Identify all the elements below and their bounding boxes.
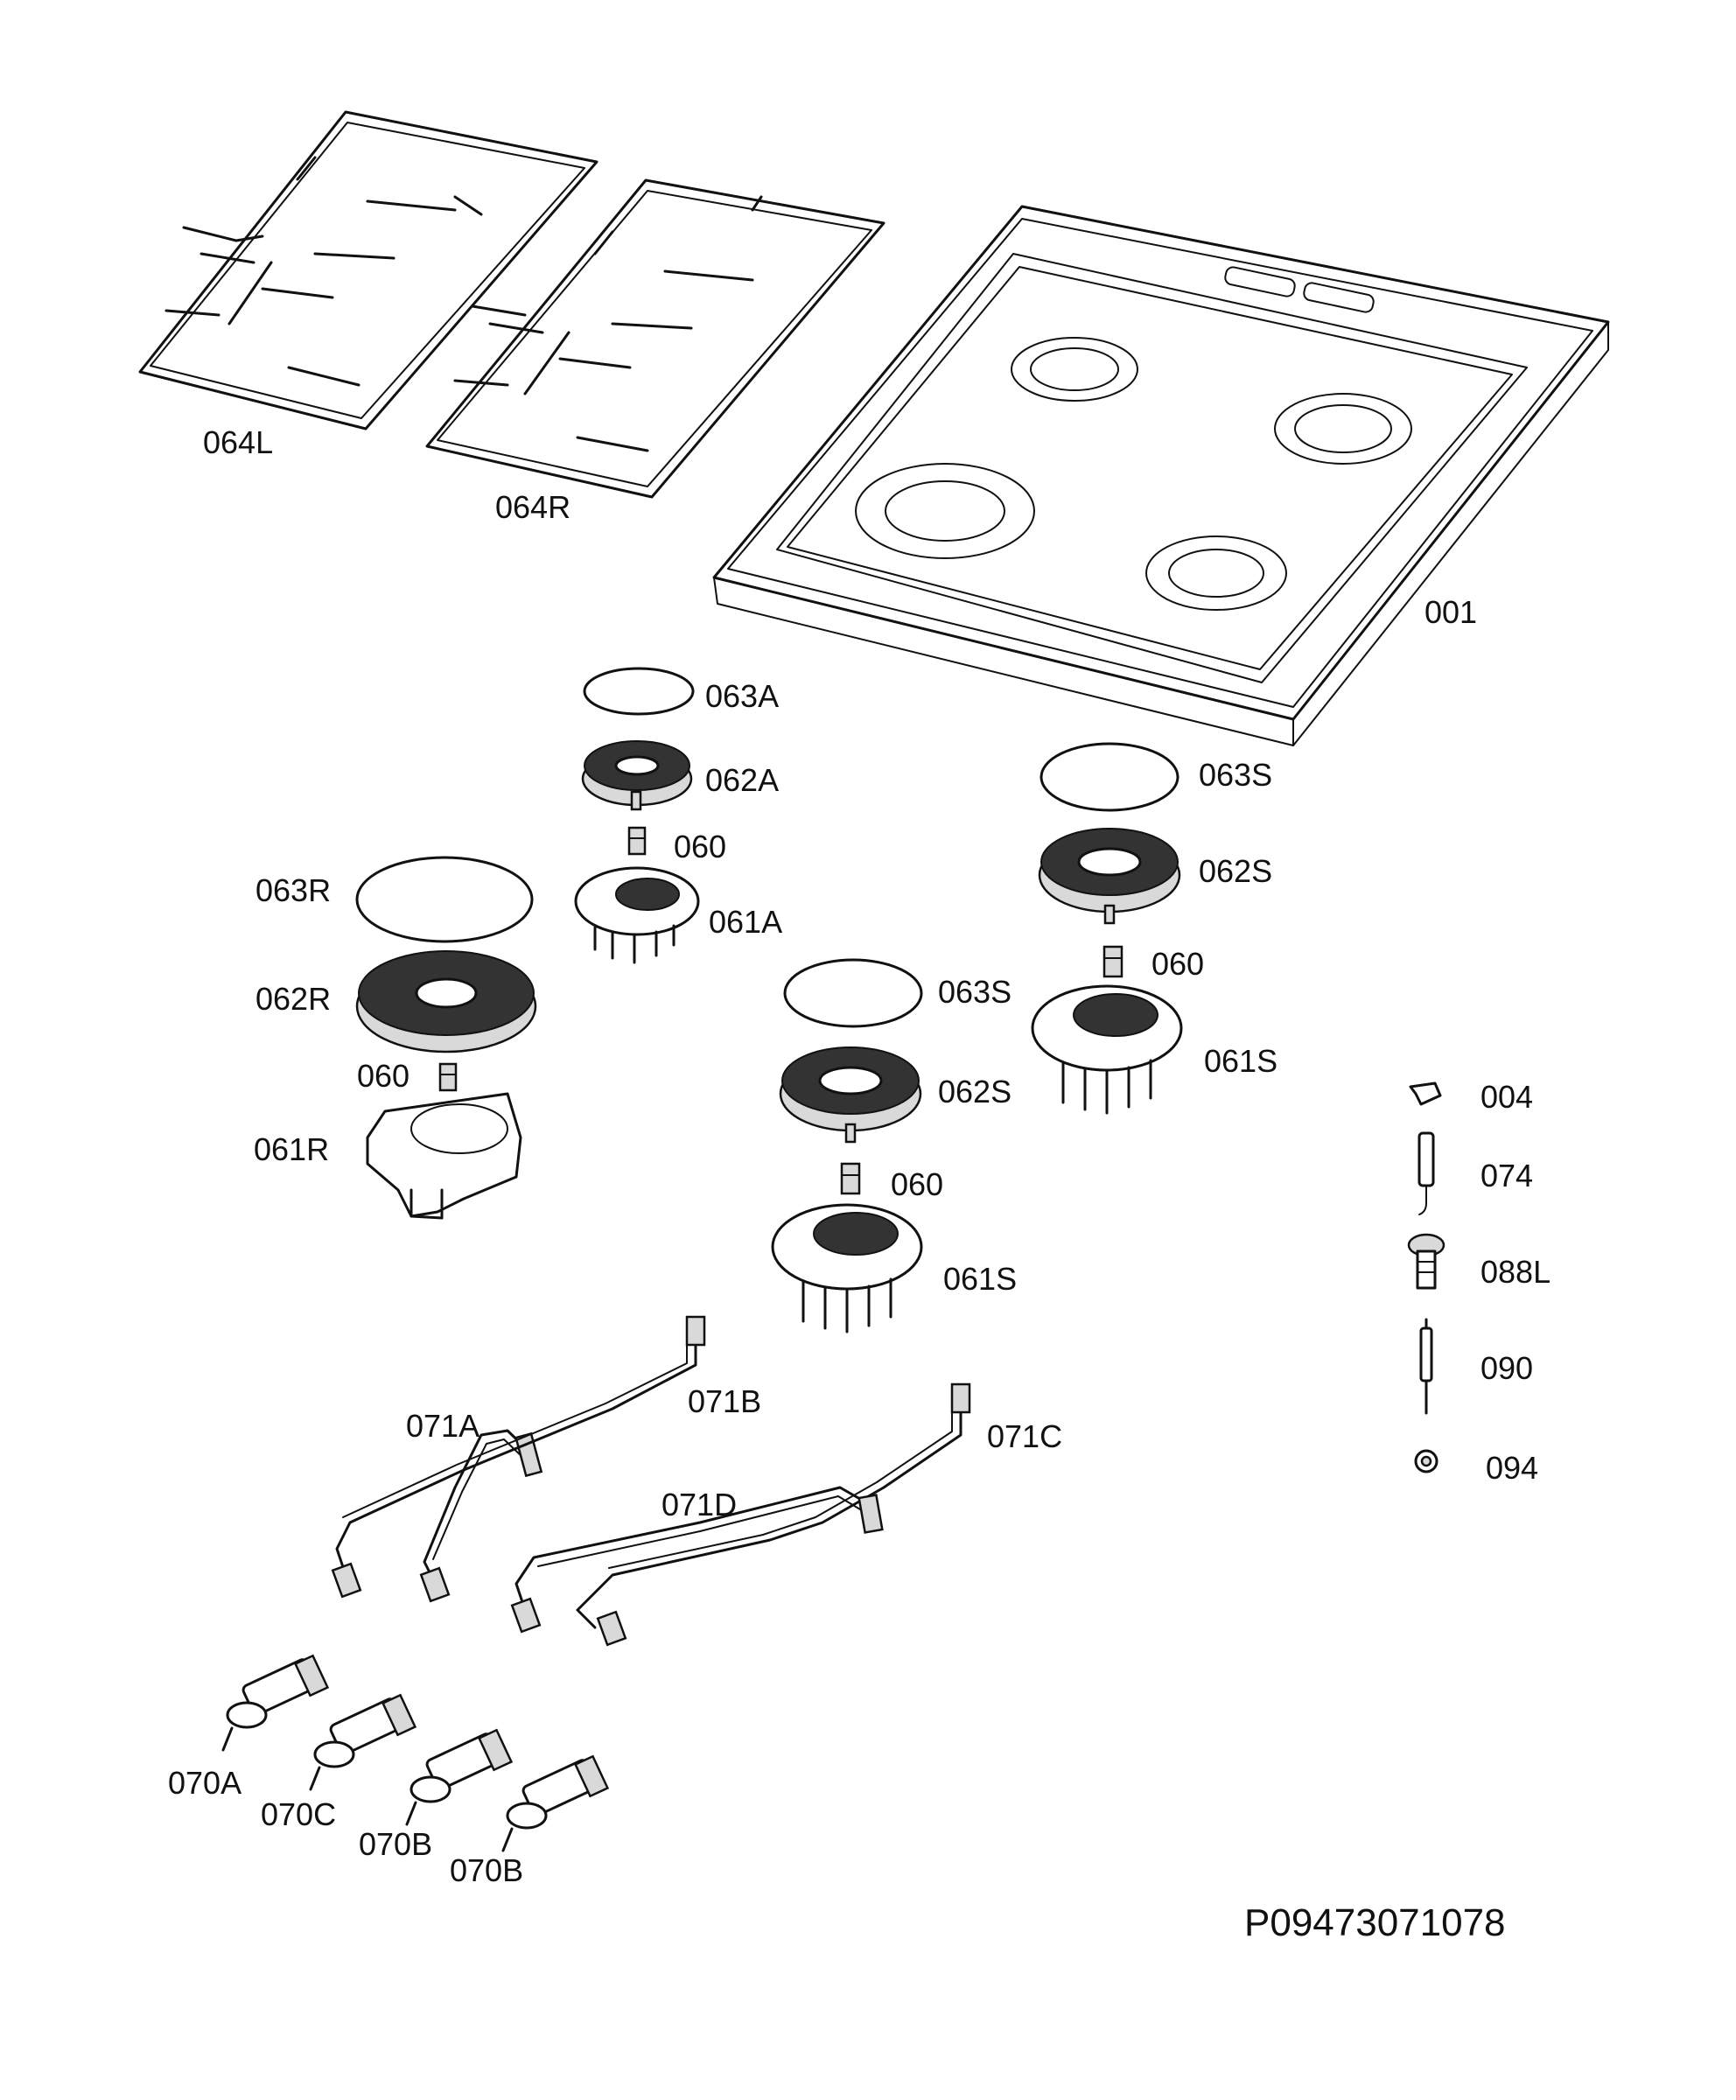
label-064R: 064R [495,489,570,525]
burner-base-061S-mid[interactable] [771,1203,923,1334]
thermocouple-074[interactable] [1418,1131,1435,1215]
gas-pipe-071D[interactable] [510,1486,884,1634]
label-061A: 061A [709,904,782,940]
label-064L: 064L [203,424,273,460]
injector-060-s-top[interactable] [1102,945,1124,978]
burner-crown-062S-top[interactable] [1038,828,1181,925]
burner-base-061A[interactable] [574,866,700,964]
label-071D: 071D [662,1487,737,1522]
label-090: 090 [1480,1350,1533,1386]
burner-cap-063S-mid[interactable] [783,958,923,1028]
label-071B: 071B [688,1383,761,1419]
label-061S-top: 061S [1204,1043,1278,1079]
gas-tap-070A[interactable] [221,1654,330,1752]
injector-060-a[interactable] [627,826,647,856]
label-063A: 063A [705,678,779,714]
ignition-plug-090[interactable] [1419,1318,1433,1415]
label-062S-mid: 062S [938,1074,1012,1110]
label-070C: 070C [261,1796,336,1832]
burner-crown-062A[interactable] [581,740,693,811]
gas-tap-070C[interactable] [309,1693,417,1791]
label-061R: 061R [254,1131,329,1167]
drawing-number: P09473071078 [1244,1901,1506,1944]
label-060-r: 060 [357,1058,410,1094]
clip-004[interactable] [1409,1082,1442,1106]
label-071C: 071C [987,1418,1062,1454]
label-063R: 063R [256,872,331,908]
label-062S-top: 062S [1199,853,1272,889]
washer-094[interactable] [1414,1449,1438,1474]
pan-support-064L[interactable] [138,110,598,430]
injector-060-r[interactable] [438,1062,458,1092]
gas-pipe-071C[interactable] [576,1382,971,1647]
label-071A: 071A [406,1408,480,1444]
label-060-a: 060 [674,829,726,864]
label-004: 004 [1480,1079,1533,1115]
label-060-s-top: 060 [1152,946,1204,982]
burner-cap-063R[interactable] [355,856,534,943]
label-063S-mid: 063S [938,974,1012,1010]
label-088L: 088L [1480,1254,1550,1290]
burner-base-061R[interactable] [366,1092,522,1220]
burner-cap-063A[interactable] [583,667,695,716]
label-070B-2: 070B [450,1852,523,1888]
label-063S-top: 063S [1199,757,1272,793]
gas-tap-070B-2[interactable] [501,1754,610,1852]
label-070B-1: 070B [359,1826,432,1862]
label-074: 074 [1480,1158,1533,1194]
burner-crown-062R[interactable] [355,950,537,1054]
hob-top-001[interactable] [712,205,1610,746]
gas-tap-070B-1[interactable] [405,1728,514,1826]
burner-crown-062S-mid[interactable] [779,1046,922,1144]
gas-pipe-071B[interactable] [331,1315,706,1599]
gas-pipe-071A[interactable] [419,1429,543,1603]
label-070A: 070A [168,1765,242,1801]
injector-060-s-mid[interactable] [840,1162,861,1195]
pan-support-064R[interactable] [425,178,886,499]
nut-088L[interactable] [1407,1233,1446,1290]
label-062A: 062A [705,762,779,798]
label-094: 094 [1486,1450,1538,1486]
label-062R: 062R [256,981,331,1017]
burner-base-061S-top[interactable] [1031,984,1183,1115]
label-061S-mid: 061S [943,1261,1017,1297]
burner-cap-063S-top[interactable] [1040,742,1180,812]
label-001: 001 [1424,594,1477,630]
label-060-s-mid: 060 [891,1166,943,1202]
